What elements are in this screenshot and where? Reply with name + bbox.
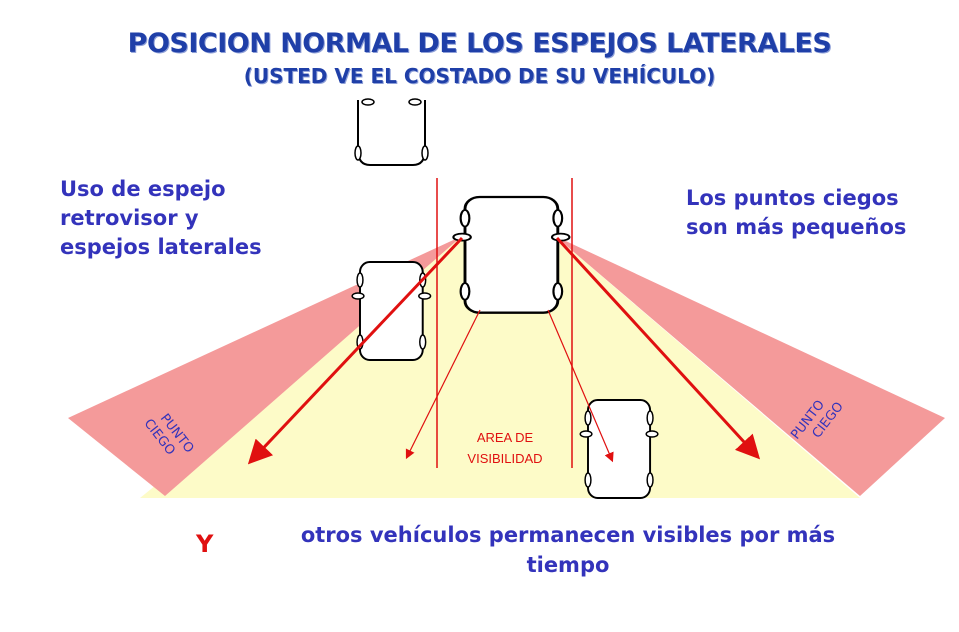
- right-note: Los puntos ciegos son más pequeños: [686, 186, 907, 239]
- car-own: [451, 195, 571, 315]
- y-mark: Y: [196, 530, 214, 558]
- arrow-left-mirror: [247, 236, 464, 465]
- blind-spot-right: [555, 236, 945, 496]
- page-subtitle: (USTED VE EL COSTADO DE SU VEHÍCULO): [243, 64, 716, 88]
- left-note: Uso de espejo retrovisor y espejos later…: [60, 177, 262, 259]
- page-title: POSICION NORMAL DE LOS ESPEJOS LATERALES: [127, 28, 832, 59]
- arrow-right-mirror: [555, 236, 761, 460]
- car-right: [579, 399, 659, 499]
- visibility-area-line2: VISIBILIDAD: [467, 451, 542, 466]
- visibility-area-line1: AREA DE: [477, 430, 534, 445]
- arrow-rear-left: [405, 309, 481, 460]
- arrow-rear-right: [547, 309, 614, 463]
- car-top: [357, 100, 426, 166]
- car-top-wheels: [354, 98, 429, 161]
- visibility-area: [140, 236, 860, 498]
- bottom-note: otros vehículos permanecen visibles por …: [300, 523, 836, 577]
